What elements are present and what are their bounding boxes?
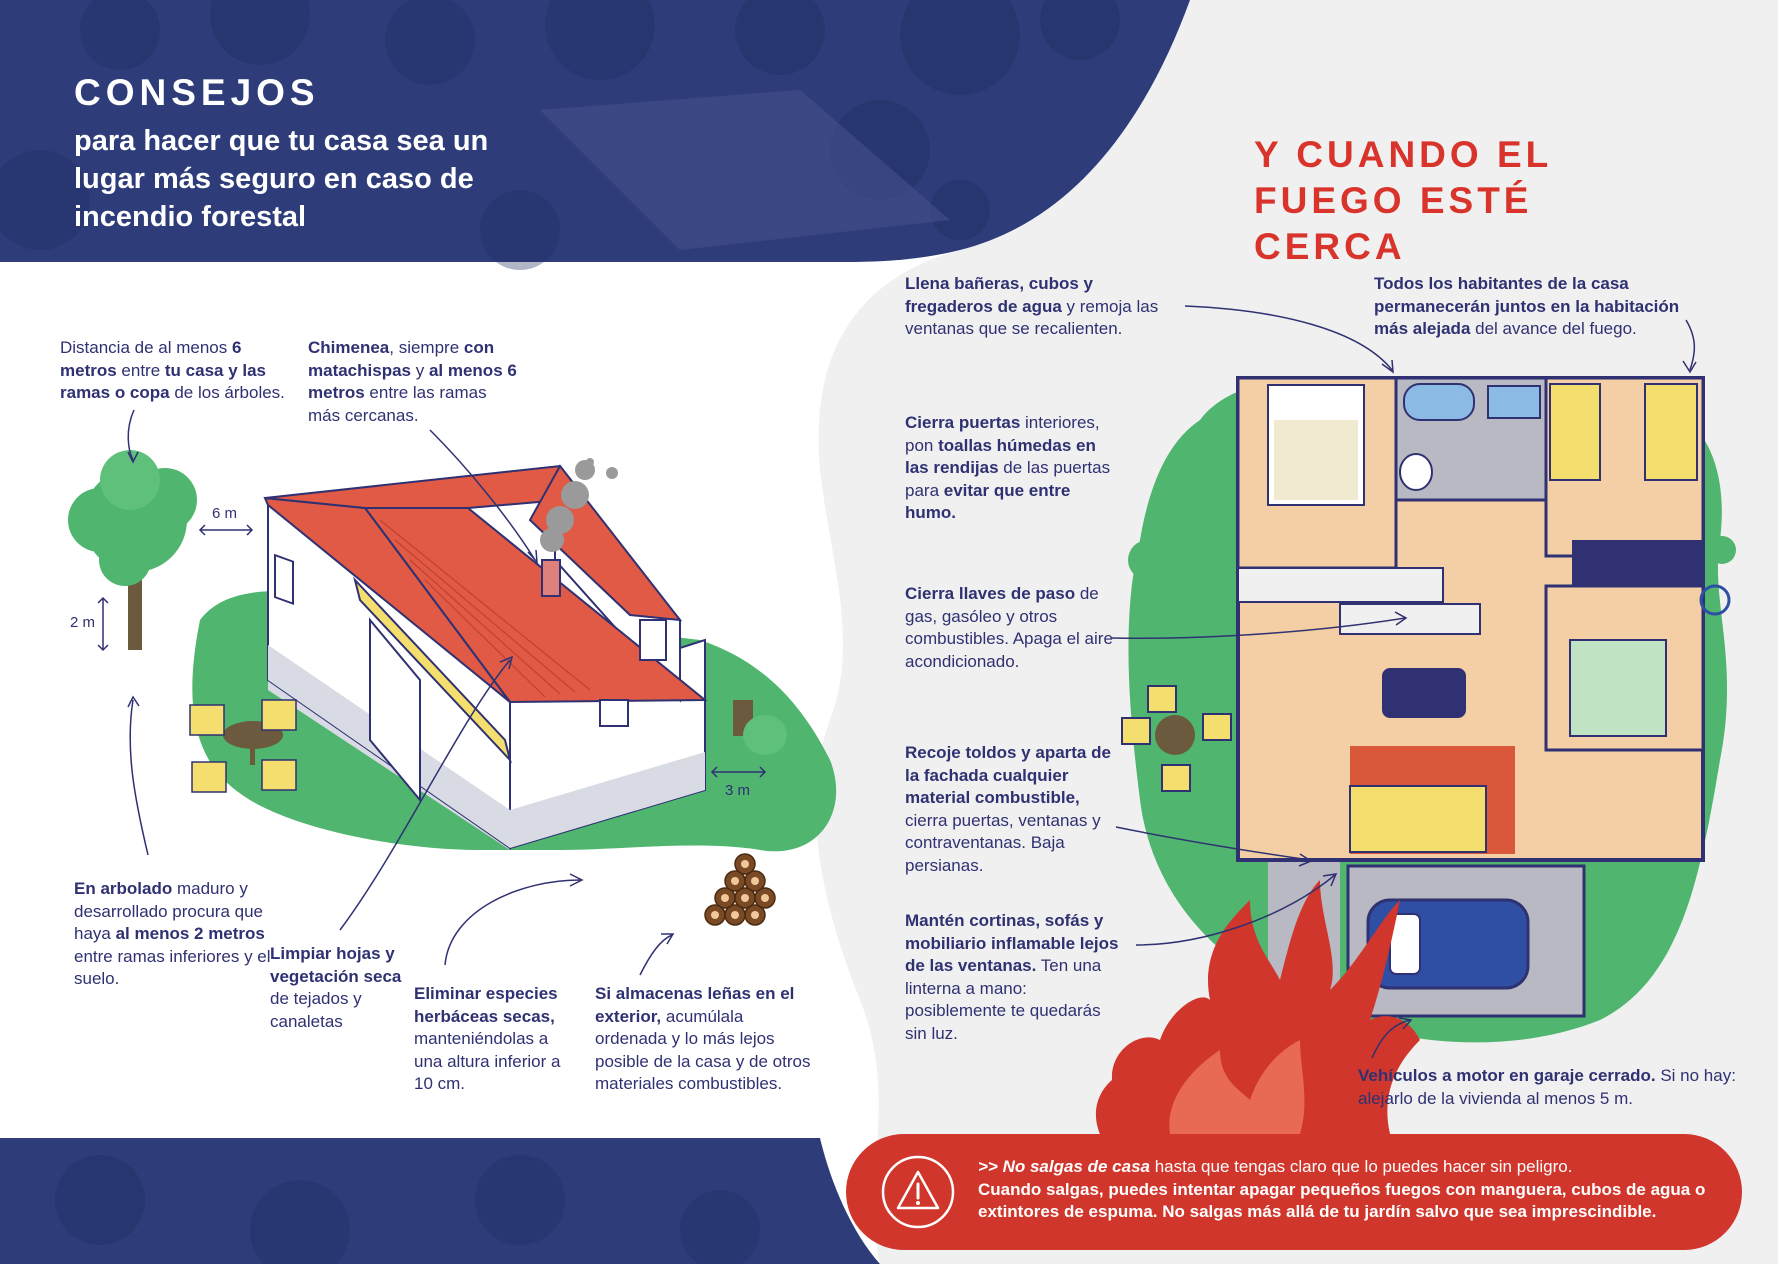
tip-water-text-1: y remoja las ventanas que se recalienten…	[905, 296, 1159, 339]
tip-doors-bold-1: Cierra puertas	[905, 413, 1021, 432]
tip-water: Llena bañeras, cubos y fregaderos de agu…	[905, 273, 1185, 341]
left-subtitle: para hacer que tu casa sea un lugar más …	[74, 125, 489, 233]
warning-text-1: hasta que tengas claro que lo puedes hac…	[1150, 1157, 1573, 1176]
roof-back	[264, 464, 587, 509]
tip-trees-text-2: entre ramas inferiores y el suelo.	[74, 946, 271, 989]
tip-trees: En arbolado maduro y desarrollado procur…	[74, 878, 274, 991]
tip-doors-text-1: interiores, pon	[905, 413, 1100, 455]
tip-doors-text-2: de las puertas para	[905, 458, 1111, 500]
tip-leaves: Limpiar hojas y vegetación seca de tejad…	[270, 943, 410, 1033]
tip-distance: Distancia de al menos 6 metros entre tu …	[60, 337, 292, 405]
dim-6m-label: 6 m	[212, 505, 238, 522]
left-title-block: CONSEJOS para hacer que tu casa sea un l…	[74, 72, 544, 236]
photo-house-roof	[540, 90, 950, 250]
tip-valves-bold-1: Cierra llaves de paso	[905, 584, 1076, 603]
tip-curtains-text-1: Ten una linterna a mano: posiblemente te…	[905, 956, 1102, 1043]
house-illustration	[189, 458, 837, 852]
tip-grass: Eliminar especies herbáceas secas, mante…	[414, 983, 574, 1096]
tip-awnings-bold-1: Recoje toldos y aparta de la fachada cua…	[905, 743, 1111, 807]
tip-firewood-text-1: acumúlala ordenada y lo más lejos posibl…	[595, 1006, 811, 1094]
dim-2m-label: 2 m	[70, 614, 96, 631]
tip-leaves-text-1: de tejados y canaletas	[270, 989, 362, 1031]
tip-chimney-bold-3: al menos 6 metros	[308, 360, 517, 403]
tip-chimney-text-1: , siempre	[389, 338, 464, 357]
warning-triangle-icon	[881, 1155, 955, 1229]
tip-distance-bold-2: tu casa y las ramas o copa	[60, 360, 267, 403]
tip-curtains: Mantén cortinas, sofás y mobiliario infl…	[905, 910, 1123, 1045]
dim-3m-label: 3 m	[725, 782, 751, 799]
right-title: Y CUANDO EL FUEGO ESTÉ CERCA	[1254, 134, 1552, 267]
tip-valves-text-1: de gas, gasóleo y otros combustibles. Ap…	[905, 584, 1113, 671]
warning-banner	[846, 1134, 1742, 1250]
tip-doors: Cierra puertas interiores, pon toallas h…	[905, 412, 1120, 525]
warning-text: >> No salgas de casa hasta que tengas cl…	[978, 1156, 1738, 1224]
tip-trees-bold-2: al menos 2 metros	[115, 924, 265, 943]
tip-awnings: Recoje toldos y aparta de la fachada cua…	[905, 742, 1117, 877]
tip-together-text-1: del avance del fuego.	[1470, 319, 1637, 338]
chimney	[541, 559, 561, 597]
warning-text-2: Cuando salgas, puedes intentar apagar pe…	[978, 1179, 1706, 1222]
tip-vehicles-text-1: Si no hay: alejarlo de la vivienda al me…	[1358, 1066, 1736, 1108]
forest-texture-bottom	[55, 1155, 760, 1264]
forest-texture-top	[0, 0, 1120, 270]
tip-vehicles-bold-1: Vehículos a motor en garaje cerrado.	[1358, 1066, 1656, 1085]
tip-trees-text-1: maduro y desarrollado procura que haya	[74, 879, 264, 943]
tip-chimney-bold-2: con matachispas	[308, 338, 495, 380]
tree-illustration	[68, 450, 197, 650]
tip-awnings-text-1: cierra puertas, ventanas y contraventana…	[905, 810, 1101, 875]
tip-chimney: Chimenea, siempre con matachispas y al m…	[308, 337, 523, 427]
house-plan-illustration	[1121, 376, 1736, 1043]
forest-photo-bottom	[0, 1138, 880, 1264]
tip-water-bold-1: Llena bañeras, cubos y fregaderos de agu…	[905, 274, 1094, 316]
tip-firewood: Si almacenas leñas en el exterior, acumú…	[595, 983, 813, 1096]
tip-valves: Cierra llaves de paso de gas, gasóleo y …	[905, 583, 1115, 673]
tip-vehicles: Vehículos a motor en garaje cerrado. Si …	[1358, 1065, 1758, 1110]
warning-bold: >> No salgas de casa	[978, 1157, 1150, 1176]
tip-trees-bold-1: En arbolado	[74, 879, 173, 898]
dining-table	[1382, 668, 1466, 718]
firewood-pile	[704, 853, 776, 926]
tip-curtains-bold-1: Mantén cortinas, sofás y mobiliario infl…	[905, 911, 1119, 975]
tip-chimney-text-3: entre las ramas más cercanas.	[308, 383, 487, 425]
smoke	[540, 458, 618, 552]
tip-doors-bold-2: toallas húmedas en las rendijas	[905, 435, 1096, 478]
tip-distance-text-2: entre	[116, 360, 165, 380]
terrace-furniture	[189, 699, 297, 793]
tip-chimney-text-2: y	[411, 360, 429, 380]
tip-doors-bold-3: evitar que entre humo.	[905, 480, 1071, 523]
tip-distance-bold-1: 6 metros	[60, 338, 242, 380]
tip-chimney-bold-1: Chimenea	[308, 338, 390, 357]
tip-distance-text-1: Distancia de al menos	[60, 338, 232, 357]
left-title: CONSEJOS	[74, 72, 320, 113]
tip-leaves-bold-1: Limpiar hojas y vegetación seca	[270, 944, 402, 986]
tip-grass-bold-1: Eliminar especies herbáceas secas,	[414, 984, 558, 1026]
tip-distance-text-3: de los árboles.	[169, 383, 285, 402]
tip-grass-text-1: manteniéndolas a una altura inferior a 1…	[414, 1029, 561, 1093]
tip-firewood-bold-1: Si almacenas leñas en el exterior,	[595, 984, 795, 1026]
fire-flames	[1095, 880, 1420, 1134]
tip-together-bold-1: Todos los habitantes de la casa permanec…	[1374, 274, 1680, 338]
tip-together: Todos los habitantes de la casa permanec…	[1374, 273, 1704, 341]
